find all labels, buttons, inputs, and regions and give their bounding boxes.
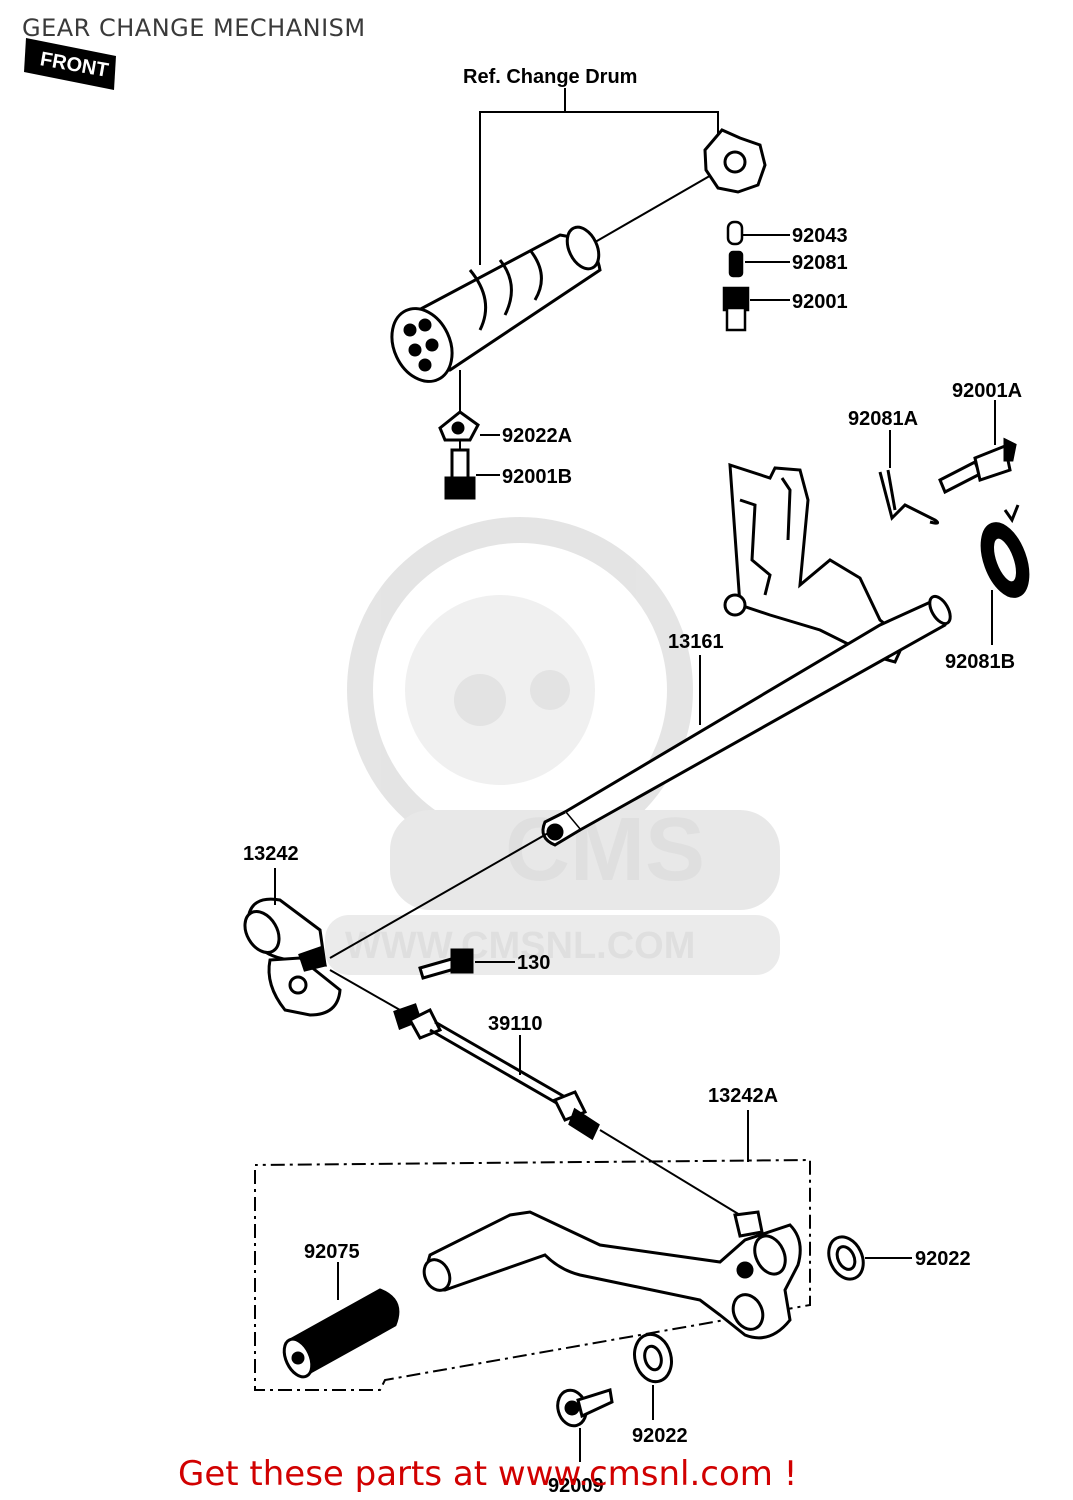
- washer-92022-right: [827, 1235, 865, 1281]
- pedal-assembly-dashed-box: [254, 1158, 811, 1391]
- part-label-130: 130: [517, 952, 550, 974]
- washer-92022-bottom: [633, 1332, 673, 1384]
- change-drum: [390, 169, 721, 383]
- part-label-92081: 92081: [792, 252, 848, 274]
- ref-change-drum-bracket: [479, 88, 719, 265]
- detent-pin-92043: [726, 220, 744, 246]
- watermark-url-text: WWW.CMSNL.COM: [345, 925, 695, 967]
- ref-change-drum-label: Ref. Change Drum: [463, 66, 637, 88]
- part-label-13242: 13242: [243, 843, 299, 865]
- part-label-13242A: 13242A: [708, 1085, 778, 1107]
- shift-lever-arm-13242: [243, 897, 342, 1017]
- part-label-92022-bottom: 92022: [632, 1425, 688, 1447]
- holder-bolt-92001: [722, 286, 750, 332]
- pedal-rubber-92075: [282, 1288, 400, 1379]
- page-title: GEAR CHANGE MECHANISM: [22, 14, 366, 42]
- get-parts-link[interactable]: Get these parts at www.cmsnl.com !: [178, 1454, 798, 1494]
- part-label-92022A: 92022A: [502, 425, 572, 447]
- part-label-92022-right: 92022: [915, 1248, 971, 1270]
- part-label-92001A: 92001A: [952, 380, 1022, 402]
- part-label-92081B: 92081B: [945, 651, 1015, 673]
- part-label-92075: 92075: [304, 1241, 360, 1263]
- gear-shift-shaft-13161: [541, 462, 952, 847]
- part-label-13161: 13161: [668, 631, 724, 653]
- part-label-39110: 39110: [488, 1013, 543, 1035]
- part-label-92081A: 92081A: [848, 408, 918, 430]
- coil-spring-92081B: [980, 504, 1030, 598]
- detent-spring-92081: [728, 250, 744, 278]
- stopper-plate-92022A: [438, 410, 480, 442]
- part-label-92001: 92001: [792, 291, 848, 313]
- part-label-92009: 92009: [548, 1475, 604, 1497]
- bolt-92001B: [444, 448, 476, 500]
- shift-tie-rod-39110: [393, 1003, 600, 1141]
- bolt-130: [418, 948, 474, 980]
- pedal-bolt-92009: [556, 1388, 614, 1428]
- spring-stud-92001A: [938, 437, 1017, 495]
- change-drum-star-cam: [703, 128, 767, 194]
- part-label-92001B: 92001B: [502, 466, 572, 488]
- front-direction-tag: FRONT: [24, 38, 116, 90]
- return-spring-92081A: [878, 469, 940, 525]
- shift-pedal-13242A: [422, 1210, 802, 1340]
- part-label-92043: 92043: [792, 225, 848, 247]
